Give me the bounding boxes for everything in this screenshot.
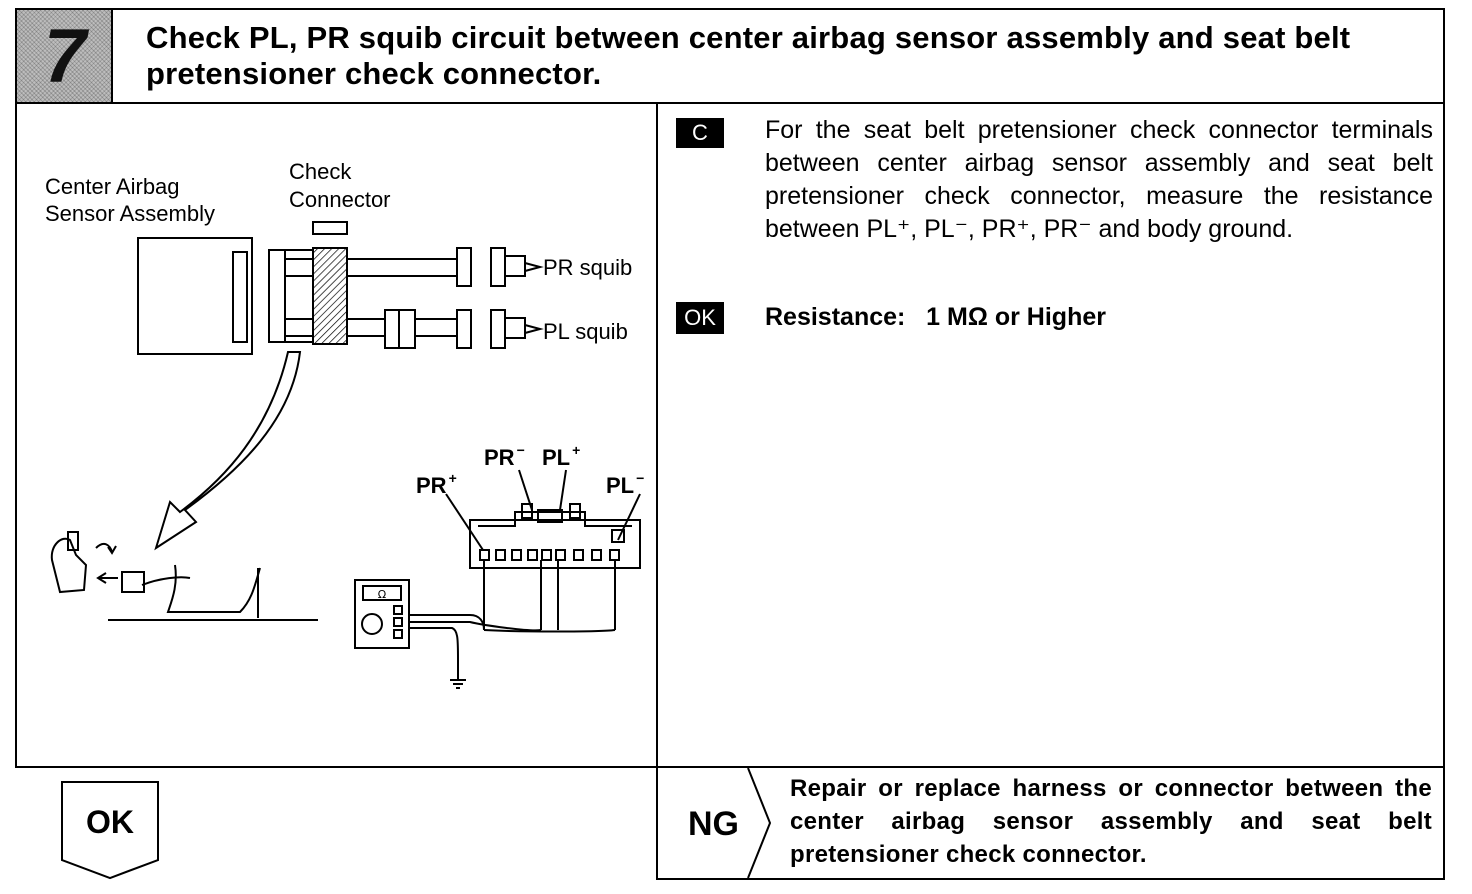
ok-branch-arrow — [61, 781, 159, 880]
terminal-pl-plus: PL+ — [542, 442, 581, 470]
terminal-pr-minus: PR− — [484, 442, 525, 470]
check-connector-label-line2: Connector — [289, 187, 391, 212]
check-connector — [312, 247, 348, 345]
step-header — [15, 8, 1445, 104]
sensor-assembly-body — [137, 237, 253, 355]
ohmmeter-scale: Ω — [378, 588, 386, 601]
sensor-assembly-connector — [232, 251, 248, 343]
wiring-diagram: Ω — [50, 221, 641, 689]
ng-chevron — [747, 767, 772, 879]
terminal-pr-plus: PR+ — [416, 470, 457, 498]
harness-plug — [268, 249, 286, 343]
ohmmeter — [354, 579, 410, 649]
check-connector-marker — [312, 221, 348, 235]
column-divider — [656, 102, 658, 768]
connector-closeup — [409, 469, 641, 689]
ng-branch-label: NG — [688, 805, 739, 843]
ng-repair-instruction: Repair or replace harness or connector b… — [790, 775, 1432, 868]
pl-squib-connector — [490, 309, 506, 349]
pl-squib-label: PL squib — [543, 319, 628, 344]
step-number-box — [17, 10, 113, 102]
step-number: 7 — [43, 14, 87, 99]
check-instructions: For the seat belt pretensioner check con… — [765, 116, 1433, 243]
result-ok-badge: OK — [676, 302, 724, 334]
ng-branch-box — [656, 766, 1445, 880]
step-title: Check PL, PR squib circuit between cente… — [146, 20, 1351, 91]
pointing-arrow — [154, 351, 302, 551]
check-badge: C — [676, 118, 724, 148]
resistance-spec: Resistance: 1 MΩ or Higher — [765, 303, 1106, 331]
pr-squib-label: PR squib — [543, 255, 633, 280]
ok-branch-label: OK — [86, 804, 134, 840]
terminal-pl-minus: PL− — [606, 470, 645, 498]
seat-sketch — [50, 531, 318, 621]
sensor-assembly-label-line1: Center Airbag — [45, 174, 180, 199]
check-connector-label-line1: Check — [289, 159, 352, 184]
pr-squib-connector — [490, 247, 506, 287]
sensor-assembly-label-line2: Sensor Assembly — [45, 201, 215, 226]
